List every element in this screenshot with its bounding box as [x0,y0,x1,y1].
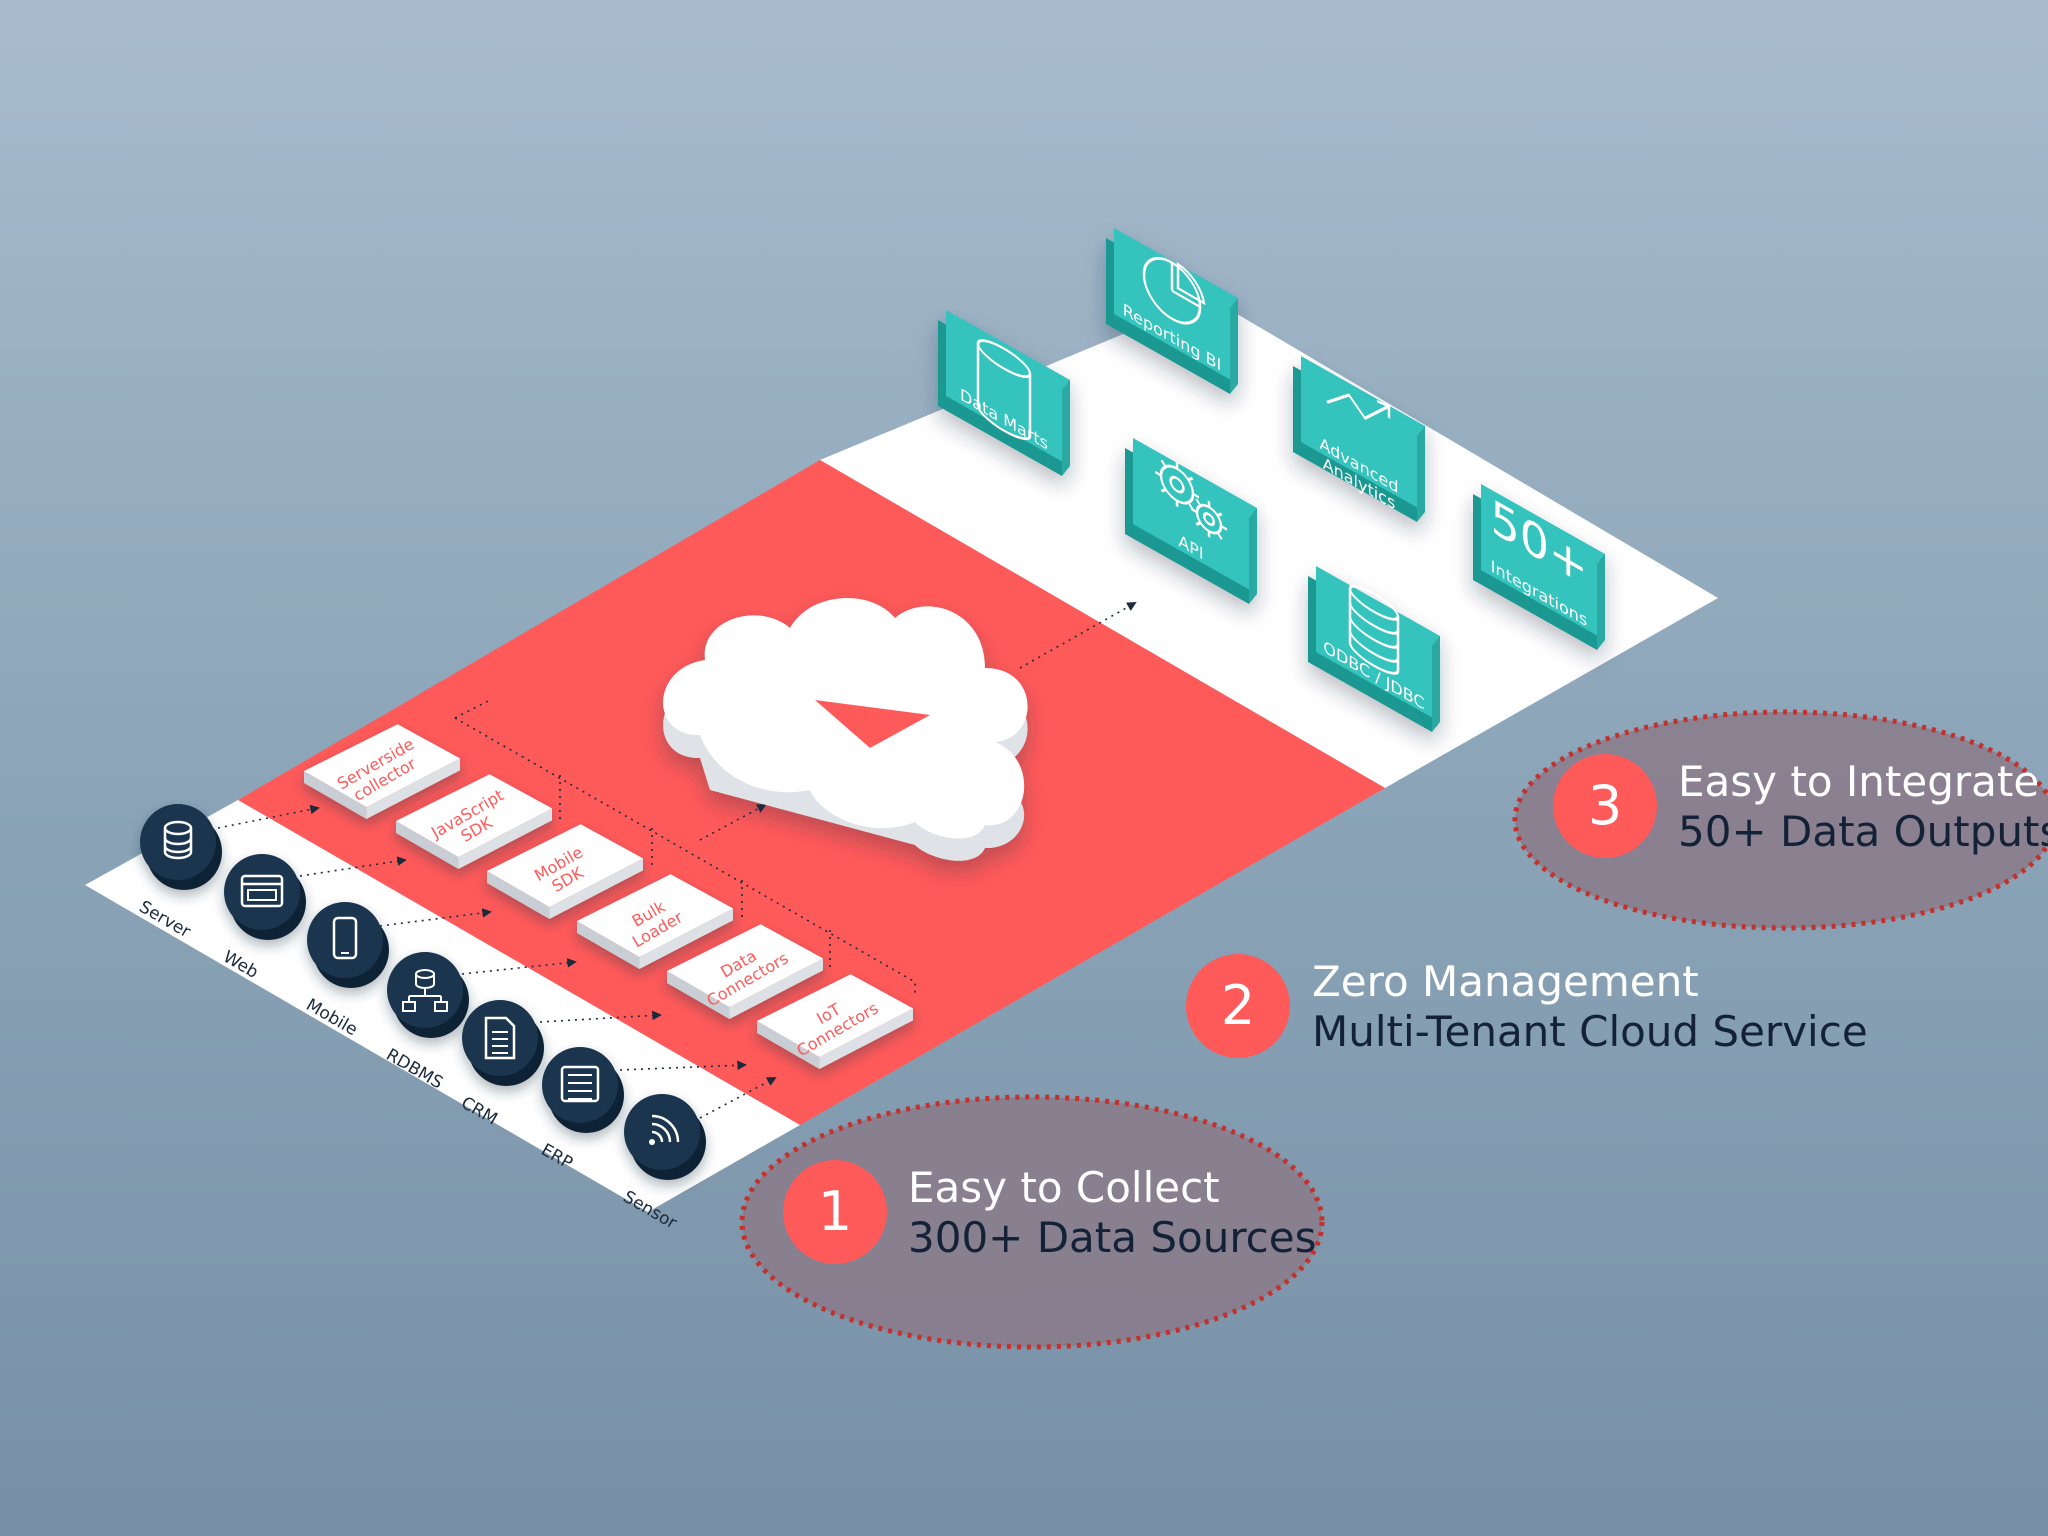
document-icon [484,1016,516,1060]
output-tile: API [1125,438,1257,604]
callout-1-number: 1 [818,1180,852,1243]
source-icons [140,804,706,1180]
dotted-connectors [217,602,1137,1119]
callout-1-subtitle: 300+ Data Sources [908,1213,1316,1262]
source-crm [462,1000,544,1086]
wifi-signal-icon [649,1114,680,1145]
output-tile: Data Marts [938,310,1070,476]
callout-3-number-circle [1553,754,1657,858]
database-icon [163,820,193,860]
callout-2-number-circle [1186,954,1290,1058]
source-mobile [307,902,389,988]
browser-window-icon [240,874,284,908]
source-server [140,804,222,890]
callout-1-title: Easy to Collect [908,1163,1220,1212]
callout-2-number: 2 [1221,974,1255,1037]
list-icon [560,1065,600,1103]
callout-3-title: Easy to Integrate [1678,757,2039,806]
output-tile: Reporting BI [1106,228,1238,394]
cloud-service [663,597,1028,861]
callout-3-subtitle: 50+ Data Outputs [1678,807,2048,856]
source-web [224,854,306,940]
network-db-icon [402,969,448,1012]
callout-2-title: Zero Management [1312,957,1699,1006]
source-sensor [624,1094,706,1180]
callout-3-number: 3 [1588,774,1622,837]
callout-1-oval [739,1094,1325,1350]
output-tiles: Data Marts Reporting BI API AdvancedAnalyti… [938,228,1605,732]
source-erp [542,1047,624,1133]
mobile-phone-icon [332,916,358,960]
callout-2-subtitle: Multi-Tenant Cloud Service [1312,1007,1868,1056]
callout-3-oval [1512,709,2048,931]
callout-1-number-circle [783,1160,887,1264]
source-rdbms [387,952,469,1038]
download-arrow-icon [815,700,930,748]
collector-tiles: ServersidecollectorJavaScriptSDKMobileSD… [304,724,913,1069]
